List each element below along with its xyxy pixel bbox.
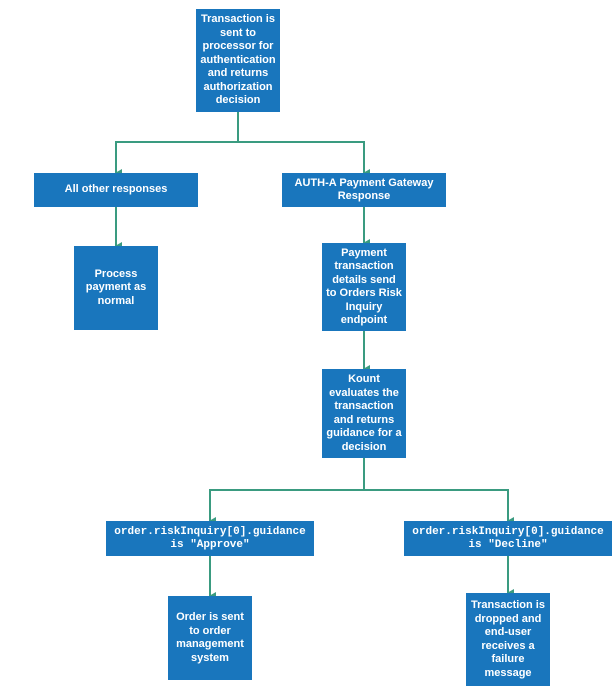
- node-send-details-label: Payment transaction details send to Orde…: [326, 246, 402, 327]
- node-start-label: Transaction is sent to processor for aut…: [200, 13, 276, 107]
- node-kount-evaluates-label: Kount evaluates the transaction and retu…: [326, 373, 402, 453]
- connector-start-to-auth: [238, 141, 370, 177]
- node-auth-a-label: AUTH-A Payment Gateway Response: [294, 176, 434, 203]
- node-transaction-dropped-label: Transaction is dropped and end-user rece…: [471, 599, 545, 679]
- node-guidance-decline: order.riskInquiry[0].guidance is "Declin…: [404, 521, 612, 556]
- node-process-payment: Process payment as normal: [74, 246, 158, 330]
- connector-kount-to-approve: [209, 458, 365, 525]
- node-kount-evaluates: Kount evaluates the transaction and retu…: [322, 369, 406, 458]
- node-auth-a: AUTH-A Payment Gateway Response: [282, 173, 446, 207]
- node-other-responses-label: All other responses: [64, 183, 168, 196]
- connector-kount-to-decline: [364, 489, 514, 525]
- node-start: Transaction is sent to processor for aut…: [196, 9, 280, 112]
- node-transaction-dropped: Transaction is dropped and end-user rece…: [466, 593, 550, 686]
- node-order-sent-label: Order is sent to order management system: [176, 611, 244, 664]
- node-guidance-approve-label: order.riskInquiry[0].guidance is "Approv…: [114, 525, 306, 551]
- node-order-sent: Order is sent to order management system: [168, 596, 252, 680]
- connector-start-to-other: [115, 112, 239, 177]
- node-guidance-approve: order.riskInquiry[0].guidance is "Approv…: [106, 521, 314, 556]
- node-process-payment-label: Process payment as normal: [85, 267, 147, 307]
- node-other-responses: All other responses: [34, 173, 198, 207]
- node-send-details: Payment transaction details send to Orde…: [322, 243, 406, 331]
- node-guidance-decline-label: order.riskInquiry[0].guidance is "Declin…: [412, 525, 604, 551]
